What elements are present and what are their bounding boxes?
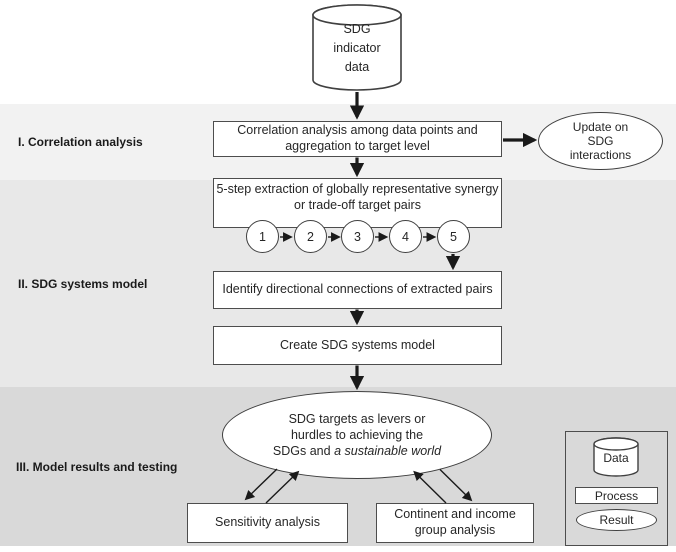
step-circle-3: 3 [341,220,374,253]
results-ellipse-line2: hurdles to achieving the [290,427,424,442]
database-cylinder-icon [312,4,402,91]
band-label-correlation: I. Correlation analysis [18,135,143,149]
legend-data-label: Data [603,451,629,465]
step-circle-2: 2 [294,220,327,253]
results-ellipse-line3-italic: a sustainable world [334,444,442,459]
step-circle-4: 4 [389,220,422,253]
band-label-systems-model: II. SDG systems model [18,276,148,291]
correlation-analysis-box: Correlation analysis among data points a… [213,121,502,157]
identify-connections-box: Identify directional connections of extr… [213,271,502,309]
band-label-results-testing: III. Model results and testing [16,459,178,474]
results-ellipse: SDG targets as levers or hurdles to achi… [222,391,492,479]
step-circle-1: 1 [246,220,279,253]
results-ellipse-line1: SDG targets as levers or [288,411,426,426]
step-circle-5: 5 [437,220,470,253]
data-cylinder-label: SDG indicator data [333,22,381,74]
data-cylinder-node: SDG indicator data [312,4,402,92]
legend-result-item: Result [576,509,657,531]
legend [565,431,668,546]
results-ellipse-line3: SDGs and a sustainable world [273,443,441,459]
sensitivity-analysis-box: Sensitivity analysis [187,503,348,543]
create-model-box: Create SDG systems model [213,326,502,365]
extraction-box: 5-step extraction of globally representa… [213,178,502,228]
continent-income-box: Continent and income group analysis [376,503,534,543]
legend-cylinder-icon [593,437,639,477]
results-ellipse-line3-normal: SDGs and [272,444,335,459]
legend-data-item: Data [593,437,639,477]
update-interactions-ellipse: Update on SDG interactions [538,112,663,170]
legend-process-item: Process [575,487,658,504]
